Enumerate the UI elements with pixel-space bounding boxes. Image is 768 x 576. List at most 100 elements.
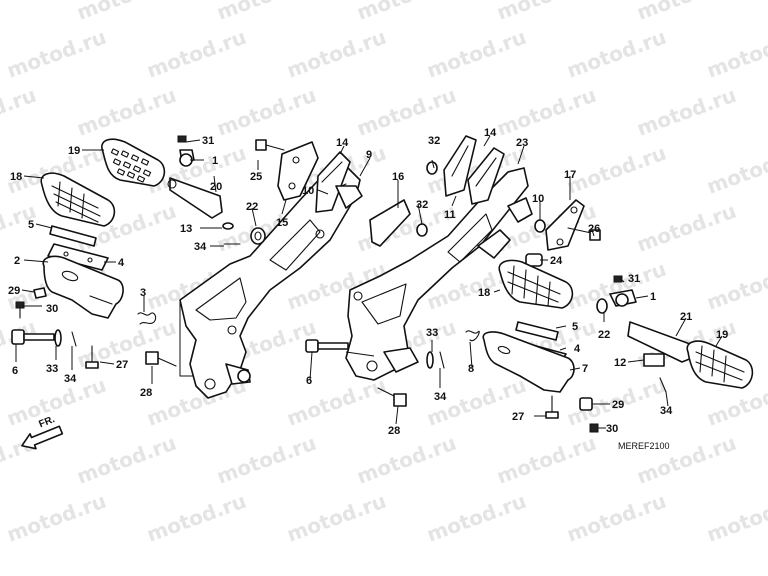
callout-2-left: 2 (14, 255, 20, 267)
callout-13-left: 13 (180, 223, 192, 235)
callout-24: 24 (550, 255, 563, 267)
callout-19-right: 19 (716, 329, 728, 341)
watermark-text: motod.ru (564, 25, 670, 83)
callout-18-right: 18 (478, 287, 490, 299)
left-footpeg-2 (42, 255, 124, 319)
callout-7: 7 (582, 363, 588, 375)
left-cap-29 (33, 287, 47, 299)
callout-3-left: 3 (140, 287, 146, 299)
watermark-text: motod.ru (424, 489, 530, 547)
callout-34-right: 34 (660, 405, 673, 417)
watermark-text: motod.ru (564, 141, 670, 199)
callout-25-left: 25 (250, 171, 262, 183)
watermark-text: motod.ru (144, 489, 250, 547)
watermark-text: motod.ru (704, 489, 768, 547)
watermark-text: motod.ru (424, 25, 530, 83)
watermark-text: motod.ru (144, 25, 250, 83)
callout-4-right: 4 (574, 343, 581, 355)
callout-22-left: 22 (246, 201, 258, 213)
left-bolt-28 (145, 351, 177, 367)
callout-27-left: 27 (116, 359, 128, 371)
left-pin-6 (11, 329, 55, 345)
watermark-text: motod.ru (74, 0, 180, 25)
left-bolt-30 (15, 301, 25, 319)
left-peg-assembly (11, 138, 177, 369)
watermark-text: motod.ru (354, 83, 460, 141)
callout-23: 23 (516, 137, 528, 149)
callout-1-left: 1 (212, 155, 218, 167)
watermark-text: motod.ru (704, 25, 768, 83)
callout-31-left: 31 (202, 135, 214, 147)
watermark-text: motod.ru (284, 25, 390, 83)
left-small-parts (222, 139, 285, 245)
callout-9-left: 9 (366, 149, 372, 161)
callout-11: 11 (444, 209, 456, 221)
right-heel-guard (426, 135, 601, 267)
callout-16-left: 16 (392, 171, 404, 183)
callout-30-left: 30 (46, 303, 58, 315)
watermark-text: motod.ru (214, 83, 320, 141)
callout-33-left: 33 (46, 363, 58, 375)
callout-17: 17 (564, 169, 576, 181)
watermark-text: motod.ru (284, 373, 390, 431)
left-rubber-18 (40, 172, 116, 227)
watermark-text: motod.ru (4, 489, 110, 547)
callout-19-left: 19 (68, 145, 80, 157)
watermark-text: motod.ru (634, 431, 740, 489)
right-bracket (345, 167, 529, 381)
callout-30-right: 30 (606, 423, 618, 435)
leader-lines (15, 135, 723, 429)
callout-31-right: 31 (628, 273, 640, 285)
watermark-text: motod.ru (634, 83, 740, 141)
callout-15-left: 15 (276, 217, 288, 229)
watermark-text: motod.ru (284, 489, 390, 547)
watermark-text: motod.ru (564, 489, 670, 547)
watermark-text: motod.ru (634, 199, 740, 257)
callout-29-left: 29 (8, 285, 20, 297)
callout-1-right: 1 (650, 291, 656, 303)
left-plate-4 (47, 243, 109, 271)
callout-22-right: 22 (598, 329, 610, 341)
watermark-text: motod.ru (214, 431, 320, 489)
callout-34-left: 34 (64, 373, 77, 385)
callout-4-left: 4 (118, 257, 125, 269)
watermark-text: motod.ru (74, 83, 180, 141)
callout-10-left: 10 (302, 185, 314, 197)
callout-26: 26 (588, 223, 600, 235)
watermark-text: motod.ru (494, 0, 600, 25)
watermark-text: motod.ru (634, 0, 740, 25)
left-rubber-19 (101, 138, 166, 187)
callout-20-left: 20 (210, 181, 222, 193)
callout-32-left: 32 (416, 199, 428, 211)
callout-27-right: 27 (512, 411, 524, 423)
left-spring-3 (137, 312, 157, 325)
callout-5-right: 5 (572, 321, 578, 333)
watermark-text: motod.ru (4, 25, 110, 83)
callout-6-left: 6 (12, 365, 18, 377)
callout-28-left: 28 (140, 387, 152, 399)
callout-8: 8 (468, 363, 474, 375)
watermark-text: motod.ru (494, 83, 600, 141)
left-heel-guard (277, 141, 428, 247)
callout-10-right: 10 (532, 193, 544, 205)
watermark-text: motod.ru (354, 0, 460, 25)
right-peg-assembly (305, 259, 599, 433)
watermark-text: motod.ru (214, 0, 320, 25)
callout-numbers: 19 18 5 2 4 29 30 3 6 33 34 27 28 31 1 2… (8, 127, 728, 437)
callout-32-right: 32 (428, 135, 440, 147)
watermark-text: motod.ru (4, 373, 110, 431)
callout-28-right: 28 (388, 425, 400, 437)
left-bolt-27 (85, 345, 99, 369)
left-cotter-34 (71, 331, 77, 347)
right-arm-21 (596, 275, 754, 393)
callout-14-left: 14 (336, 137, 349, 149)
callout-5-left: 5 (28, 219, 34, 231)
left-plate-5 (49, 225, 97, 247)
watermark-text: motod.ru (0, 0, 39, 25)
callout-34b-left: 34 (194, 241, 207, 253)
watermark-text: motod.ru (704, 257, 768, 315)
callout-34d-right: 34 (434, 391, 447, 403)
watermark-text: motod.ru (704, 141, 768, 199)
